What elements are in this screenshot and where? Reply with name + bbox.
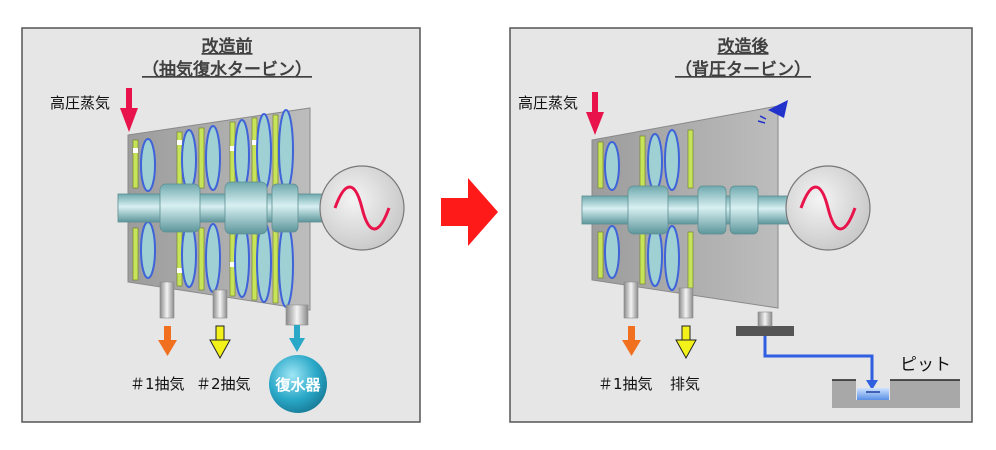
before-condenser-label: 復水器 <box>274 376 321 394</box>
before-generator <box>319 165 405 251</box>
after-pit <box>832 379 960 408</box>
sine-wave-icon <box>333 185 391 231</box>
panel-before: 改造前 （抽気復水タービン） 高圧蒸気 <box>21 27 421 423</box>
after-exhaust-pipe <box>678 287 694 319</box>
panel-after: 改造後 （背圧タービン） 高圧蒸気 <box>509 27 973 423</box>
before-blade-markers <box>133 140 257 273</box>
after-steam-arrow-icon <box>586 92 604 135</box>
before-condenser <box>269 355 327 413</box>
after-drain-line <box>763 336 874 382</box>
before-steam-label: 高圧蒸気 <box>50 94 110 112</box>
before-extraction1-label: ＃1抽気 <box>130 375 185 393</box>
after-exhaust-arrow-icon <box>675 325 697 360</box>
after-title-line2: （背圧タービン） <box>675 59 811 80</box>
before-title-line2: （抽気復水タービン） <box>142 59 312 80</box>
transition-arrow-icon <box>441 178 498 246</box>
nozzle-icon <box>757 100 788 124</box>
before-rotor <box>117 181 339 235</box>
before-extraction1-arrow-icon <box>158 326 177 356</box>
before-moving-blades <box>140 109 294 308</box>
before-extraction1-pipe <box>159 281 175 319</box>
before-extraction2-arrow-icon <box>209 325 231 360</box>
before-extraction2-pipe <box>212 289 228 319</box>
before-condenser-arrow-icon <box>289 325 305 352</box>
after-pit-label: ピット <box>900 355 951 375</box>
after-title-line1: 改造後 <box>718 36 770 57</box>
before-steam-arrow-icon <box>120 88 138 132</box>
after-extraction1-arrow-icon <box>622 326 641 356</box>
after-exhaust-label: 排気 <box>670 375 700 393</box>
after-steam-label: 高圧蒸気 <box>518 94 578 112</box>
after-drain-arrow-icon <box>866 380 878 390</box>
after-generator <box>785 165 871 251</box>
after-drain-tray <box>736 326 794 336</box>
after-rotor <box>581 185 795 235</box>
after-extraction1-label: ＃1抽気 <box>598 375 653 393</box>
sine-wave-icon <box>799 185 857 231</box>
before-extraction2-label: ＃2抽気 <box>196 375 251 393</box>
after-stationary-blades <box>597 129 694 289</box>
after-drain-tray-stem <box>757 311 773 327</box>
after-moving-blades <box>604 129 680 291</box>
before-title-line1: 改造前 <box>202 36 253 57</box>
before-exhaust-pipe <box>285 304 309 326</box>
after-extraction1-pipe <box>623 281 639 319</box>
